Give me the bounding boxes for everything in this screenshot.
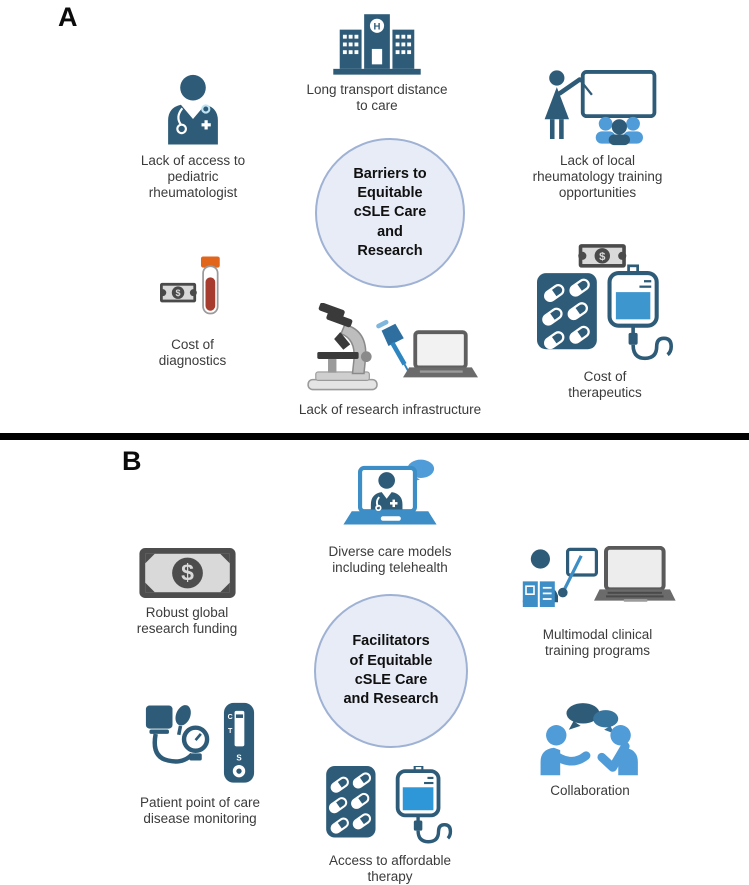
dollar-glyph: $ [181, 560, 194, 586]
item-collaboration: Collaboration [500, 700, 680, 799]
teacher-whiteboard-icon [537, 68, 659, 146]
hospital-h-glyph: H [374, 21, 381, 32]
item-label: Robust global research funding [136, 605, 238, 636]
item-research-infrastructure: Lack of research infrastructure [295, 303, 485, 418]
item-cost-diagnostics: $ Cost of diagnostics [110, 256, 275, 369]
dollar-glyph: $ [599, 251, 606, 263]
item-label: Patient point of care disease monitoring [139, 795, 261, 826]
test-s-glyph: S [236, 754, 241, 763]
item-lack-of-access: Lack of access to pediatric rheumatologi… [100, 72, 286, 201]
test-t-glyph: T [228, 727, 233, 735]
item-label: Multimodal clinical training programs [542, 627, 653, 658]
hospital-icon: H [332, 10, 422, 75]
item-poc-monitoring: C T S Patient point of care disease moni… [105, 702, 295, 827]
hub-barriers: Barriers to Equitable cSLE Care and Rese… [315, 138, 465, 288]
panel-a-label: A [58, 2, 79, 32]
money-blood-tube-icon: $ [159, 256, 226, 330]
capsules [542, 278, 590, 350]
item-label: Cost of therapeutics [568, 369, 642, 400]
item-telehealth: Diverse care models including telehealth [300, 458, 480, 576]
panel-b-label: B [122, 446, 143, 476]
open-book [522, 581, 555, 607]
item-lack-training: Lack of local rheumatology training oppo… [500, 68, 695, 201]
item-label: Lack of research infrastructure [298, 402, 482, 417]
item-label: Long transport distance to care [306, 82, 448, 113]
dollar-glyph: $ [175, 288, 180, 298]
money-pills-iv-icon: $ [537, 244, 673, 362]
panel-divider [0, 433, 749, 440]
item-label: Cost of diagnostics [158, 337, 227, 368]
item-label: Access to affordable therapy [328, 853, 452, 884]
item-affordable-therapy: Access to affordable therapy [300, 766, 480, 885]
test-c-glyph: C [228, 713, 233, 721]
item-label: Diverse care models including telehealth [328, 544, 452, 575]
item-cost-therapeutics: $ Cost of therapeutics [520, 244, 690, 401]
pills-iv-icon [326, 766, 454, 846]
item-label: Lack of access to pediatric rheumatologi… [140, 153, 246, 200]
collaboration-icon [539, 700, 641, 776]
bp-monitor-test-icon: C T S [142, 702, 258, 788]
dollar-bill-icon: $ [138, 548, 236, 598]
capsules [328, 772, 372, 834]
item-research-funding: $ Robust global research funding [97, 548, 277, 637]
microscope-pipette-laptop-icon [302, 303, 478, 395]
doctor-icon [161, 72, 225, 146]
item-long-transport: H Long transport distance to care [287, 10, 467, 114]
item-multimodal-training: Multimodal clinical training programs [505, 546, 690, 659]
item-label: Collaboration [550, 783, 630, 798]
telehealth-laptop-icon [340, 458, 440, 537]
item-label: Lack of local rheumatology training oppo… [532, 153, 663, 200]
hub-facilitators: Facilitators of Equitable cSLE Care and … [314, 594, 468, 748]
multimodal-training-icon [518, 546, 678, 620]
